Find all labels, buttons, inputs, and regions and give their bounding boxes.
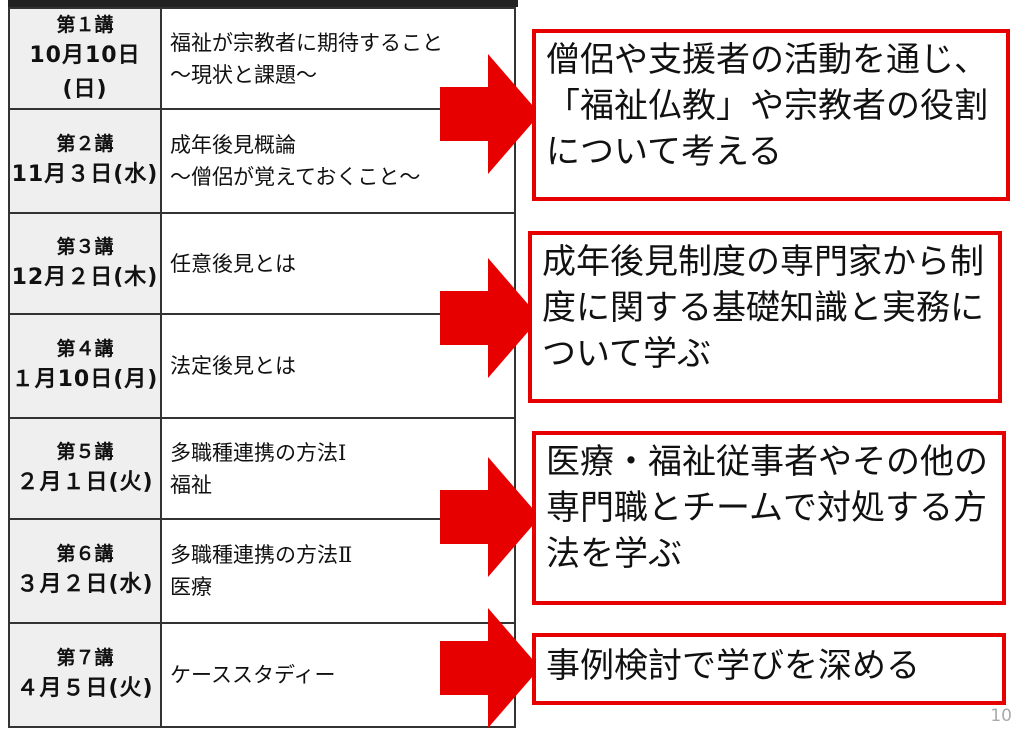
lecture-number: 第７講 <box>56 647 114 669</box>
right-arrow-icon <box>440 608 540 728</box>
lecture-cell: 第１講 10月10日(日) <box>8 7 162 110</box>
callout-box: 医療・福祉従事者やその他の専門職とチームで対処する方法を学ぶ <box>532 431 1006 605</box>
table-row: 第７講 ４月５日(火) ケーススタディー <box>8 622 516 728</box>
topic-line: 〜僧侶が覚えておくこと〜 <box>170 165 421 189</box>
lecture-cell: 第７講 ４月５日(火) <box>8 622 162 728</box>
lecture-cell: 第３講 12月２日(木) <box>8 212 162 315</box>
callout-text: 医療・福祉従事者やその他の専門職とチームで対処する方法を学ぶ <box>546 442 988 574</box>
lecture-date: ２月１日(火) <box>16 469 154 495</box>
topic-line: 任意後見とは <box>170 251 296 276</box>
lecture-date: ３月２日(水) <box>16 572 154 597</box>
lecture-number: 第２講 <box>56 133 114 155</box>
lecture-number: 第３講 <box>56 235 114 258</box>
lecture-cell: 第６講 ３月２日(水) <box>8 518 162 624</box>
callout-box: 僧侶や支援者の活動を通じ、「福祉仏教」や宗教者の役割について考える <box>532 29 1010 201</box>
callout-box: 事例検討で学びを深める <box>532 633 1006 705</box>
topic-line: 多職種連携の方法Ⅰ <box>170 440 347 465</box>
topic-line: 法定後見とは <box>170 354 296 378</box>
lecture-number: 第１講 <box>56 13 114 36</box>
topic-line: 成年後見概論 <box>170 133 296 157</box>
lecture-date: ４月５日(火) <box>16 676 154 701</box>
slide-number: 10 <box>990 706 1012 726</box>
lecture-number: 第６講 <box>56 543 114 565</box>
right-arrow-icon <box>440 258 540 378</box>
right-arrow-icon <box>440 54 540 174</box>
lecture-cell: 第４講 １月10日(月) <box>8 313 162 419</box>
table-row: 第４講 １月10日(月) 法定後見とは <box>8 313 516 419</box>
table-row: 第５講 ２月１日(火) 多職種連携の方法Ⅰ 福祉 <box>8 417 516 520</box>
table-row: 第６講 ３月２日(水) 多職種連携の方法Ⅱ 医療 <box>8 518 516 624</box>
lecture-cell: 第２講 11月３日(水) <box>8 108 162 214</box>
lecture-date: 10月10日(日) <box>29 42 141 102</box>
callout-text: 僧侶や支援者の活動を通じ、「福祉仏教」や宗教者の役割について考える <box>546 40 988 172</box>
lecture-cell: 第５講 ２月１日(火) <box>8 417 162 520</box>
topic-line: ケーススタディー <box>170 663 336 687</box>
callout-text: 事例検討で学びを深める <box>546 646 920 686</box>
topic-line: 多職種連携の方法Ⅱ <box>170 543 353 567</box>
topic-line: 医療 <box>170 575 212 599</box>
lecture-number: 第５講 <box>56 440 114 463</box>
topic-line: 福祉が宗教者に期待すること <box>170 30 443 55</box>
topic-line: 福祉 <box>170 472 212 497</box>
table-top-bar <box>8 0 518 7</box>
callout-box: 成年後見制度の専門家から制度に関する基礎知識と実務について学ぶ <box>528 231 1002 403</box>
topic-line: 〜現状と課題〜 <box>170 62 317 87</box>
lecture-date: 11月３日(水) <box>11 162 159 187</box>
right-arrow-icon <box>440 457 540 577</box>
table-row: 第１講 10月10日(日) 福祉が宗教者に期待すること 〜現状と課題〜 <box>8 7 516 110</box>
lecture-schedule-table: 第１講 10月10日(日) 福祉が宗教者に期待すること 〜現状と課題〜 第２講 … <box>8 7 516 728</box>
lecture-number: 第４講 <box>56 338 114 360</box>
topic-cell: 福祉が宗教者に期待すること 〜現状と課題〜 <box>160 7 516 110</box>
lecture-date: 12月２日(木) <box>11 264 159 290</box>
lecture-date: １月10日(月) <box>11 367 159 392</box>
callout-text: 成年後見制度の専門家から制度に関する基礎知識と実務について学ぶ <box>542 242 984 374</box>
